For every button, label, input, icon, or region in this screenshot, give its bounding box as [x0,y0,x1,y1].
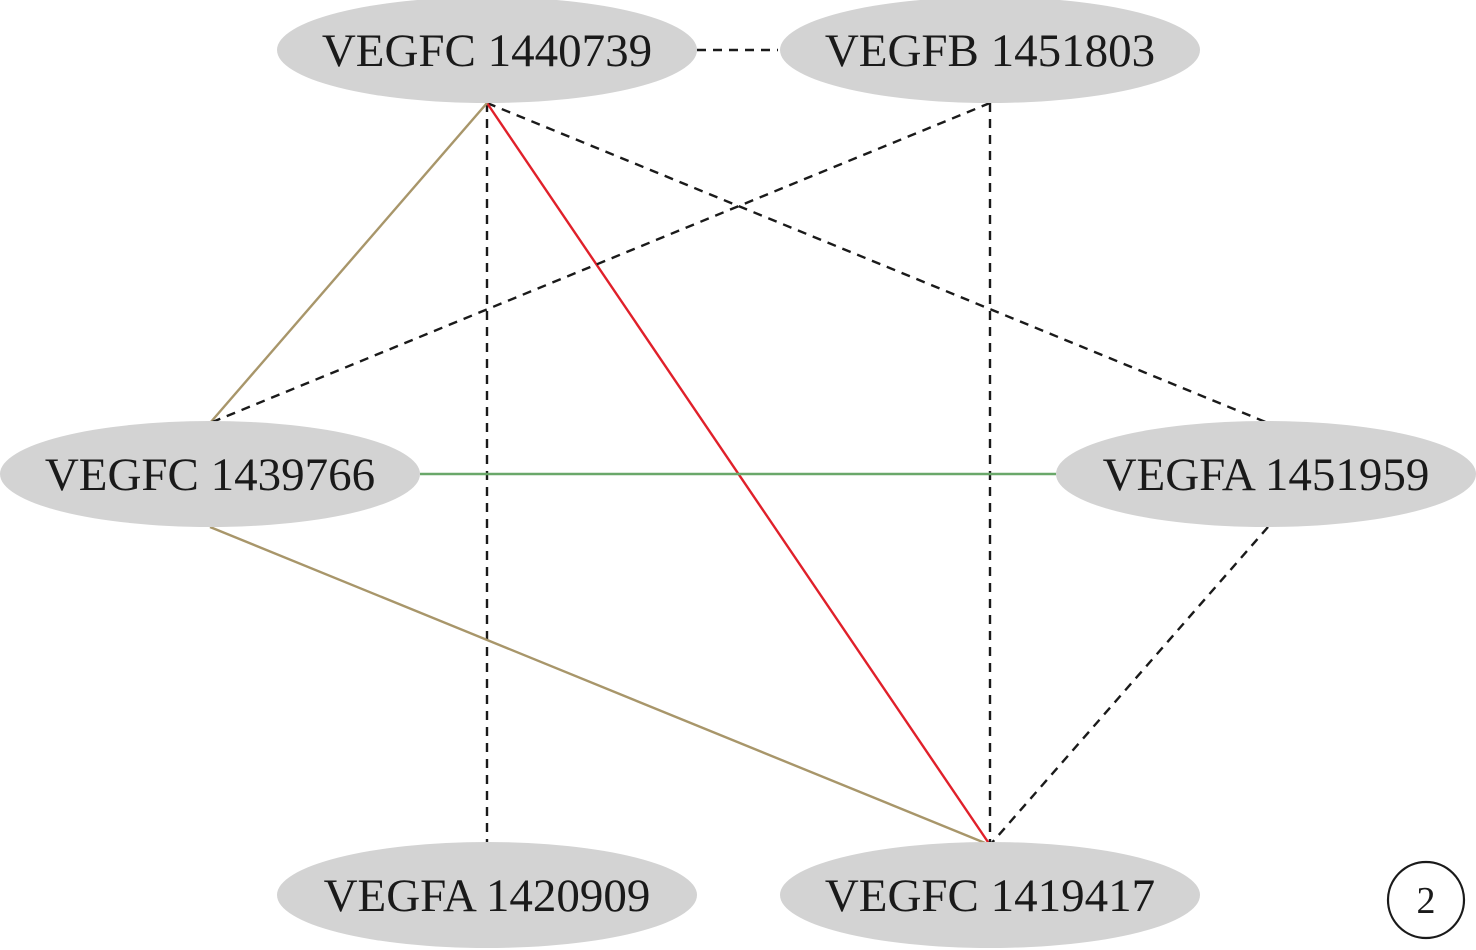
panel-circle [1386,860,1466,940]
node-ellipse [0,421,420,527]
node-vegfc-1439766: VEGFC 1439766 [0,421,420,527]
node-label: VEGFA 1420909 [324,870,651,922]
node-vegfb-1451803: VEGFB 1451803 [780,0,1200,103]
node-label: VEGFA 1451959 [1103,449,1430,501]
panel-number-badge: 2 [1386,860,1466,940]
node-label: VEGFC 1440739 [322,25,652,77]
edge-1440739-1451959 [486,101,1269,425]
node-ellipse [277,842,697,948]
node-label: VEGFC 1439766 [45,449,375,501]
node-label: VEGFB 1451803 [825,25,1155,77]
edge-1439766-1419417 [209,525,991,847]
node-ellipse [277,0,697,103]
edge-1451803-1439766 [209,101,991,425]
node-vegfa-1420909: VEGFA 1420909 [277,842,697,948]
node-ellipse [1056,421,1476,527]
node-ellipse [780,0,1200,103]
node-vegfc-1419417: VEGFC 1419417 [780,842,1200,948]
edge-1451959-1419417 [989,526,1269,846]
edge-1440739-1439766 [209,102,488,424]
node-ellipse [780,842,1200,948]
panel-number: 2 [1417,880,1436,922]
node-vegfc-1440739: VEGFC 1440739 [277,0,697,103]
node-vegfa-1451959: VEGFA 1451959 [1056,421,1476,527]
edges [209,48,1269,847]
node-label: VEGFC 1419417 [825,870,1155,922]
